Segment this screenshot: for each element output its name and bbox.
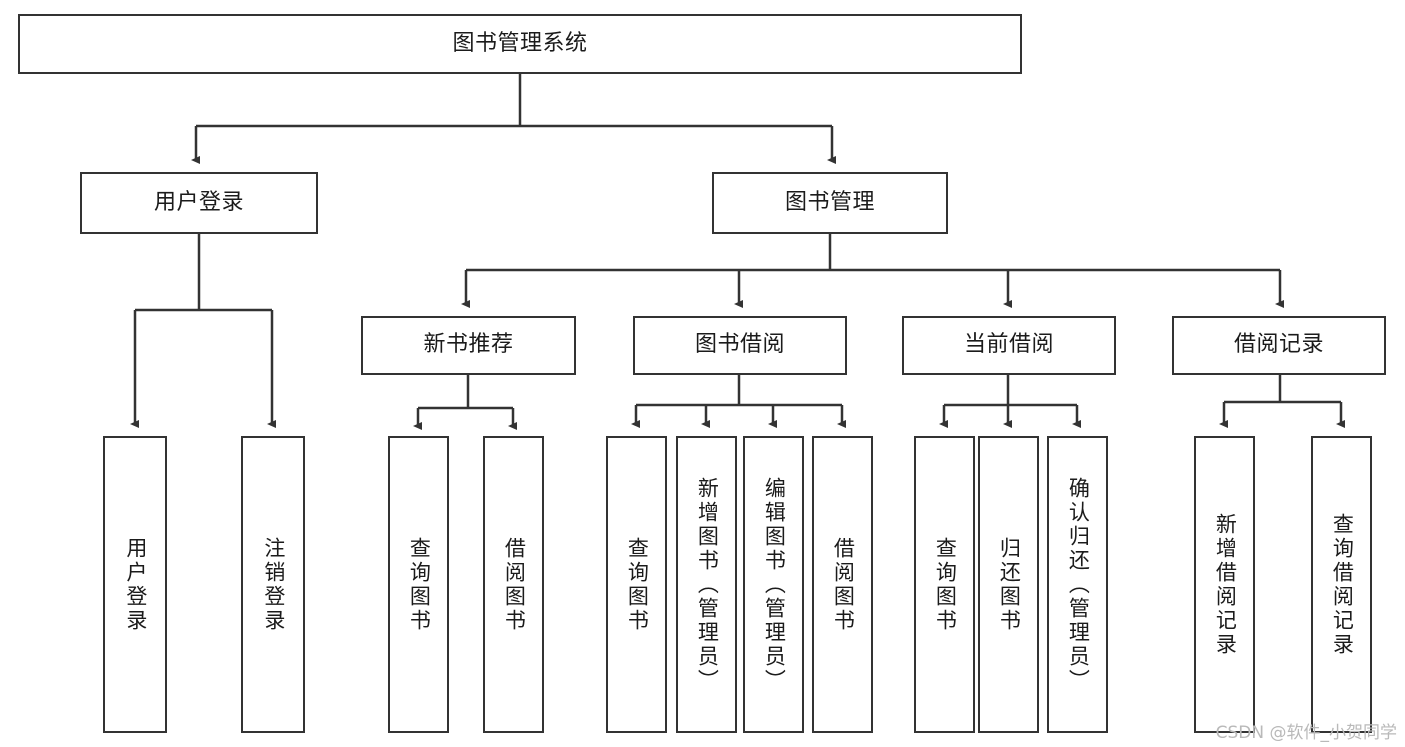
node-label: 新书推荐 (423, 332, 514, 358)
node-label: 用户登录 (153, 189, 244, 215)
node-new-book-recommend[interactable]: 新书推荐 (361, 316, 576, 375)
leaf-query-book-borrow[interactable]: 查询图书 (606, 436, 667, 733)
node-borrow-record[interactable]: 借阅记录 (1172, 316, 1386, 375)
leaf-query-borrow-record[interactable]: 查询借阅记录 (1311, 436, 1372, 733)
node-label: 用户登录 (123, 536, 148, 633)
leaf-edit-book-admin[interactable]: 编辑图书（管理员） (743, 436, 804, 733)
leaf-add-book-admin[interactable]: 新增图书（管理员） (676, 436, 737, 733)
node-label: 图书管理系统 (452, 30, 588, 56)
node-label: 当前借阅 (963, 332, 1054, 358)
node-label: 图书借阅 (694, 332, 785, 358)
node-label: 新增借阅记录 (1213, 512, 1238, 657)
node-label: 图书管理 (784, 189, 875, 215)
node-label: 查询图书 (625, 536, 650, 633)
node-label: 查询图书 (407, 536, 432, 633)
node-label: 查询借阅记录 (1330, 512, 1355, 657)
leaf-confirm-return-admin[interactable]: 确认归还（管理员） (1047, 436, 1108, 733)
node-label: 编辑图书（管理员） (762, 476, 787, 693)
leaf-borrow-book[interactable]: 借阅图书 (812, 436, 873, 733)
node-label: 归还图书 (997, 536, 1022, 633)
leaf-return-book[interactable]: 归还图书 (978, 436, 1039, 733)
node-label: 借阅记录 (1233, 332, 1324, 358)
node-label: 注销登录 (261, 536, 286, 633)
node-user-login[interactable]: 用户登录 (80, 172, 318, 234)
leaf-query-book-recommend[interactable]: 查询图书 (388, 436, 449, 733)
node-label: 新增图书（管理员） (695, 476, 720, 693)
leaf-borrow-book-recommend[interactable]: 借阅图书 (483, 436, 544, 733)
leaf-user-login[interactable]: 用户登录 (103, 436, 167, 733)
leaf-add-borrow-record[interactable]: 新增借阅记录 (1194, 436, 1255, 733)
leaf-query-book-current[interactable]: 查询图书 (914, 436, 975, 733)
node-book-borrow[interactable]: 图书借阅 (633, 316, 847, 375)
node-label: 借阅图书 (831, 536, 856, 633)
node-root-book-management-system[interactable]: 图书管理系统 (18, 14, 1022, 74)
node-book-management[interactable]: 图书管理 (712, 172, 948, 234)
leaf-logout-login[interactable]: 注销登录 (241, 436, 305, 733)
node-label: 借阅图书 (502, 536, 527, 633)
node-label: 确认归还（管理员） (1066, 476, 1091, 693)
csdn-watermark: CSDN @软件_小贺同学 (1215, 723, 1397, 743)
node-label: 查询图书 (933, 536, 958, 633)
node-current-borrow[interactable]: 当前借阅 (902, 316, 1116, 375)
